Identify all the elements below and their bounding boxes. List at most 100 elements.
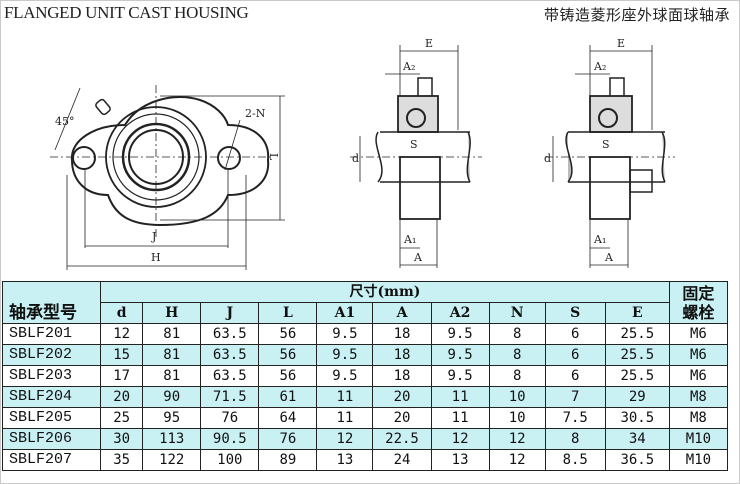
svg-text:d: d <box>544 152 551 165</box>
cell-a2: 9.5 <box>430 365 490 387</box>
cell-a1: 9.5 <box>316 323 374 345</box>
cell-h: 113 <box>142 428 202 450</box>
bolt-cell: M10 <box>668 449 729 471</box>
svg-text:E: E <box>425 37 433 50</box>
cell-n: 8 <box>488 344 546 366</box>
cell-j: 63.5 <box>200 323 260 345</box>
svg-text:A: A <box>413 251 423 264</box>
cell-d: 17 <box>100 365 144 387</box>
side-view-2-drawing: E A₂ d S A₁ A <box>544 37 675 268</box>
bolt-cell: M8 <box>668 386 729 408</box>
model-cell: SBLF206 <box>1 428 102 450</box>
cell-a1: 9.5 <box>316 344 374 366</box>
cell-e: 25.5 <box>604 365 670 387</box>
table-header-row-2: d H J L A1 A A2 N S E <box>3 302 728 324</box>
cell-a: 18 <box>372 344 432 366</box>
cell-s: 6 <box>544 365 606 387</box>
col-header-h: H <box>142 302 202 324</box>
technical-drawing: 45° 2-N L J H E A₂ d S <box>50 37 675 270</box>
col-header-e: E <box>604 302 670 324</box>
cell-a: 20 <box>372 386 432 408</box>
cell-a1: 12 <box>316 428 374 450</box>
cell-a1: 9.5 <box>316 365 374 387</box>
cell-l: 76 <box>258 428 318 450</box>
svg-text:A₂: A₂ <box>593 60 606 73</box>
front-view-drawing: 45° 2-N L J H <box>50 85 285 270</box>
cell-e: 34 <box>604 428 670 450</box>
cell-l: 56 <box>258 323 318 345</box>
table-row: SBLF207 35 122 100 89 13 24 13 12 8.5 36… <box>1 449 729 471</box>
cell-e: 25.5 <box>604 344 670 366</box>
title-chinese: 带铸造菱形座外球面球轴承 <box>543 6 730 24</box>
model-cell: SBLF203 <box>1 365 102 387</box>
cell-n: 8 <box>488 323 546 345</box>
table-row: SBLF204 20 90 71.5 61 11 20 11 10 7 29 M… <box>1 386 729 408</box>
cell-d: 20 <box>100 386 144 408</box>
svg-text:S: S <box>410 138 418 151</box>
cell-j: 100 <box>200 449 260 471</box>
cell-s: 6 <box>544 344 606 366</box>
cell-s: 7 <box>544 386 606 408</box>
cell-a2: 11 <box>430 407 490 429</box>
model-cell: SBLF207 <box>1 449 102 471</box>
bolt-cell: M6 <box>668 323 729 345</box>
cell-s: 8.5 <box>544 449 606 471</box>
cell-a1: 11 <box>316 386 374 408</box>
svg-text:d: d <box>352 152 359 165</box>
cell-a1: 11 <box>316 407 374 429</box>
bolt-header: 固定螺栓 <box>668 281 729 324</box>
model-cell: SBLF202 <box>1 344 102 366</box>
cell-a: 20 <box>372 407 432 429</box>
col-header-s: S <box>544 302 606 324</box>
cell-n: 10 <box>488 386 546 408</box>
svg-text:2-N: 2-N <box>245 107 266 120</box>
cell-e: 29 <box>604 386 670 408</box>
cell-a1: 13 <box>316 449 374 471</box>
cell-d: 12 <box>100 323 144 345</box>
cell-l: 56 <box>258 365 318 387</box>
cell-l: 61 <box>258 386 318 408</box>
cell-a: 22.5 <box>372 428 432 450</box>
svg-text:45°: 45° <box>55 115 75 128</box>
cell-a2: 11 <box>430 386 490 408</box>
table-row: SBLF205 25 95 76 64 11 20 11 10 7.5 30.5… <box>1 407 729 429</box>
cell-n: 8 <box>488 365 546 387</box>
cell-l: 56 <box>258 344 318 366</box>
cell-j: 90.5 <box>200 428 260 450</box>
cell-a: 18 <box>372 323 432 345</box>
cell-l: 64 <box>258 407 318 429</box>
svg-text:A₁: A₁ <box>403 233 416 246</box>
cell-s: 7.5 <box>544 407 606 429</box>
cell-h: 81 <box>142 365 202 387</box>
table-header-row-1: 轴承型号 尺寸(mm) 固定螺栓 <box>1 281 729 324</box>
svg-text:A: A <box>604 251 614 264</box>
dimension-group-header: 尺寸(mm) <box>100 281 670 303</box>
table-row: SBLF202 15 81 63.5 56 9.5 18 9.5 8 6 25.… <box>1 344 729 366</box>
bolt-cell: M6 <box>668 344 729 366</box>
table-row: SBLF201 12 81 63.5 56 9.5 18 9.5 8 6 25.… <box>1 323 729 345</box>
cell-h: 95 <box>142 407 202 429</box>
cell-n: 12 <box>488 449 546 471</box>
model-cell: SBLF201 <box>1 323 102 345</box>
cell-h: 122 <box>142 449 202 471</box>
cell-a2: 9.5 <box>430 344 490 366</box>
cell-n: 12 <box>488 428 546 450</box>
bolt-cell: M10 <box>668 428 729 450</box>
table-row: SBLF206 30 113 90.5 76 12 22.5 12 12 8 3… <box>1 428 729 450</box>
cell-e: 30.5 <box>604 407 670 429</box>
svg-text:H: H <box>151 251 161 264</box>
cell-e: 25.5 <box>604 323 670 345</box>
bolt-cell: M6 <box>668 365 729 387</box>
cell-e: 36.5 <box>604 449 670 471</box>
col-header-a: A <box>372 302 432 324</box>
title-english: FLANGED UNIT CAST HOUSING <box>4 3 249 22</box>
specification-table: 轴承型号 尺寸(mm) 固定螺栓 d H J L A1 A A2 N S E S… <box>1 281 729 471</box>
col-header-n: N <box>488 302 546 324</box>
col-header-l: L <box>258 302 318 324</box>
cell-h: 90 <box>142 386 202 408</box>
col-header-d: d <box>100 302 144 324</box>
svg-text:L: L <box>267 153 280 161</box>
svg-text:E: E <box>617 37 625 50</box>
cell-a: 18 <box>372 365 432 387</box>
cell-d: 30 <box>100 428 144 450</box>
